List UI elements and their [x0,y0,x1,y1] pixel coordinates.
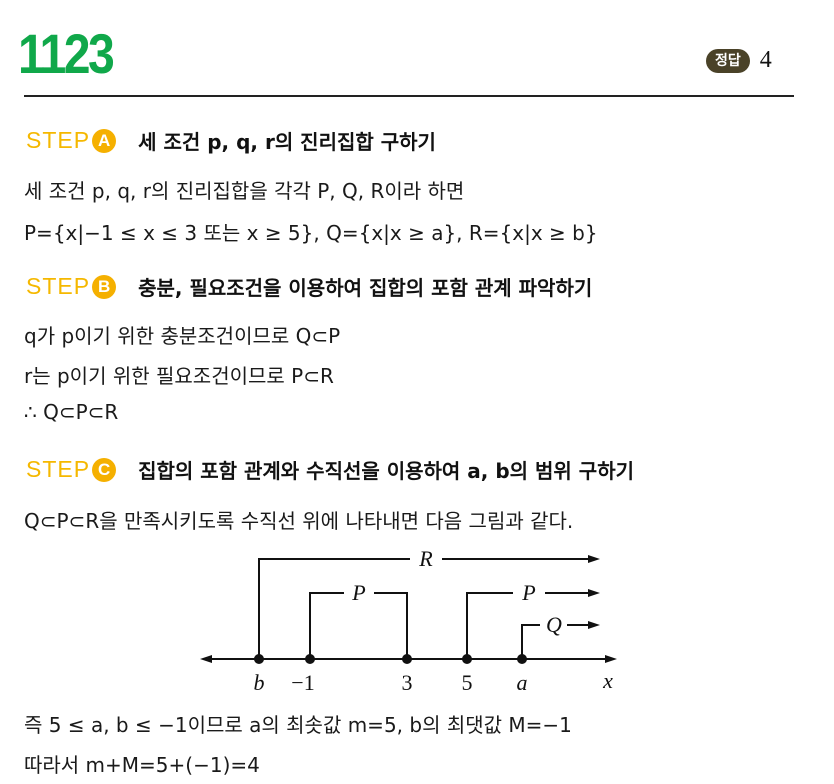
step-c-heading: STEP C 집합의 포함 관계와 수직선을 이용하여 a, b의 범위 구하기 [26,455,634,484]
step-a-line-2: P={x|−1 ≤ x ≤ 3 또는 x ≥ 5}, Q={x|x ≥ a}, … [24,221,598,245]
p-arrow-icon [588,589,600,597]
conclusion-line-2: 따라서 m+M=5+(−1)=4 [24,753,260,777]
axis-label-x: x [602,668,613,693]
tick-label-3: 3 [402,670,413,695]
step-letter-badge: B [92,274,117,299]
step-letter-badge: C [92,457,117,482]
step-label: STEP [26,273,91,299]
set-label-q: Q [546,612,562,637]
step-title: 충분, 필요조건을 이용하여 집합의 포함 관계 파악하기 [138,276,593,300]
set-label-r: R [418,546,433,571]
set-label-p-right: P [521,580,535,605]
problem-number: 1123 [18,22,115,85]
tick-label-a: a [517,670,528,695]
step-b-line-2: r는 p이기 위한 필요조건이므로 P⊂R [24,364,334,388]
answer-value: 4 [759,47,772,73]
point-b [254,654,264,664]
step-b-line-1: q가 p이기 위한 충분조건이므로 Q⊂P [24,324,341,348]
step-a-line-1: 세 조건 p, q, r의 진리집합을 각각 P, Q, R이라 하면 [24,179,465,203]
step-label: STEP [26,456,91,482]
tick-label-5: 5 [462,670,473,695]
header-divider [24,95,794,97]
step-a-heading: STEP A 세 조건 p, q, r의 진리집합 구하기 [26,126,436,155]
axis-left-arrow-icon [200,655,212,663]
conclusion-line-1: 즉 5 ≤ a, b ≤ −1이므로 a의 최솟값 m=5, b의 최댓값 M=… [24,713,572,737]
answer-badge: 정답 [706,48,750,73]
step-b-line-3: ∴ Q⊂P⊂R [24,400,119,424]
axis-right-arrow-icon [605,655,617,663]
set-label-p-left: P [351,580,365,605]
point-3 [402,654,412,664]
point-5 [462,654,472,664]
step-c-line-1: Q⊂P⊂R을 만족시키도록 수직선 위에 나타내면 다음 그림과 같다. [24,509,574,533]
tick-label-minus-1: −1 [291,670,314,695]
q-arrow-icon [588,621,600,629]
step-title: 집합의 포함 관계와 수직선을 이용하여 a, b의 범위 구하기 [138,459,634,483]
step-title: 세 조건 p, q, r의 진리집합 구하기 [138,130,436,154]
step-label: STEP [26,127,91,153]
tick-label-b: b [254,670,265,695]
step-letter-badge: A [92,128,117,153]
point-a [517,654,527,664]
step-b-heading: STEP B 충분, 필요조건을 이용하여 집합의 포함 관계 파악하기 [26,272,592,301]
answer-section: 정답 4 [706,47,772,74]
point-minus-1 [305,654,315,664]
r-arrow-icon [588,555,600,563]
